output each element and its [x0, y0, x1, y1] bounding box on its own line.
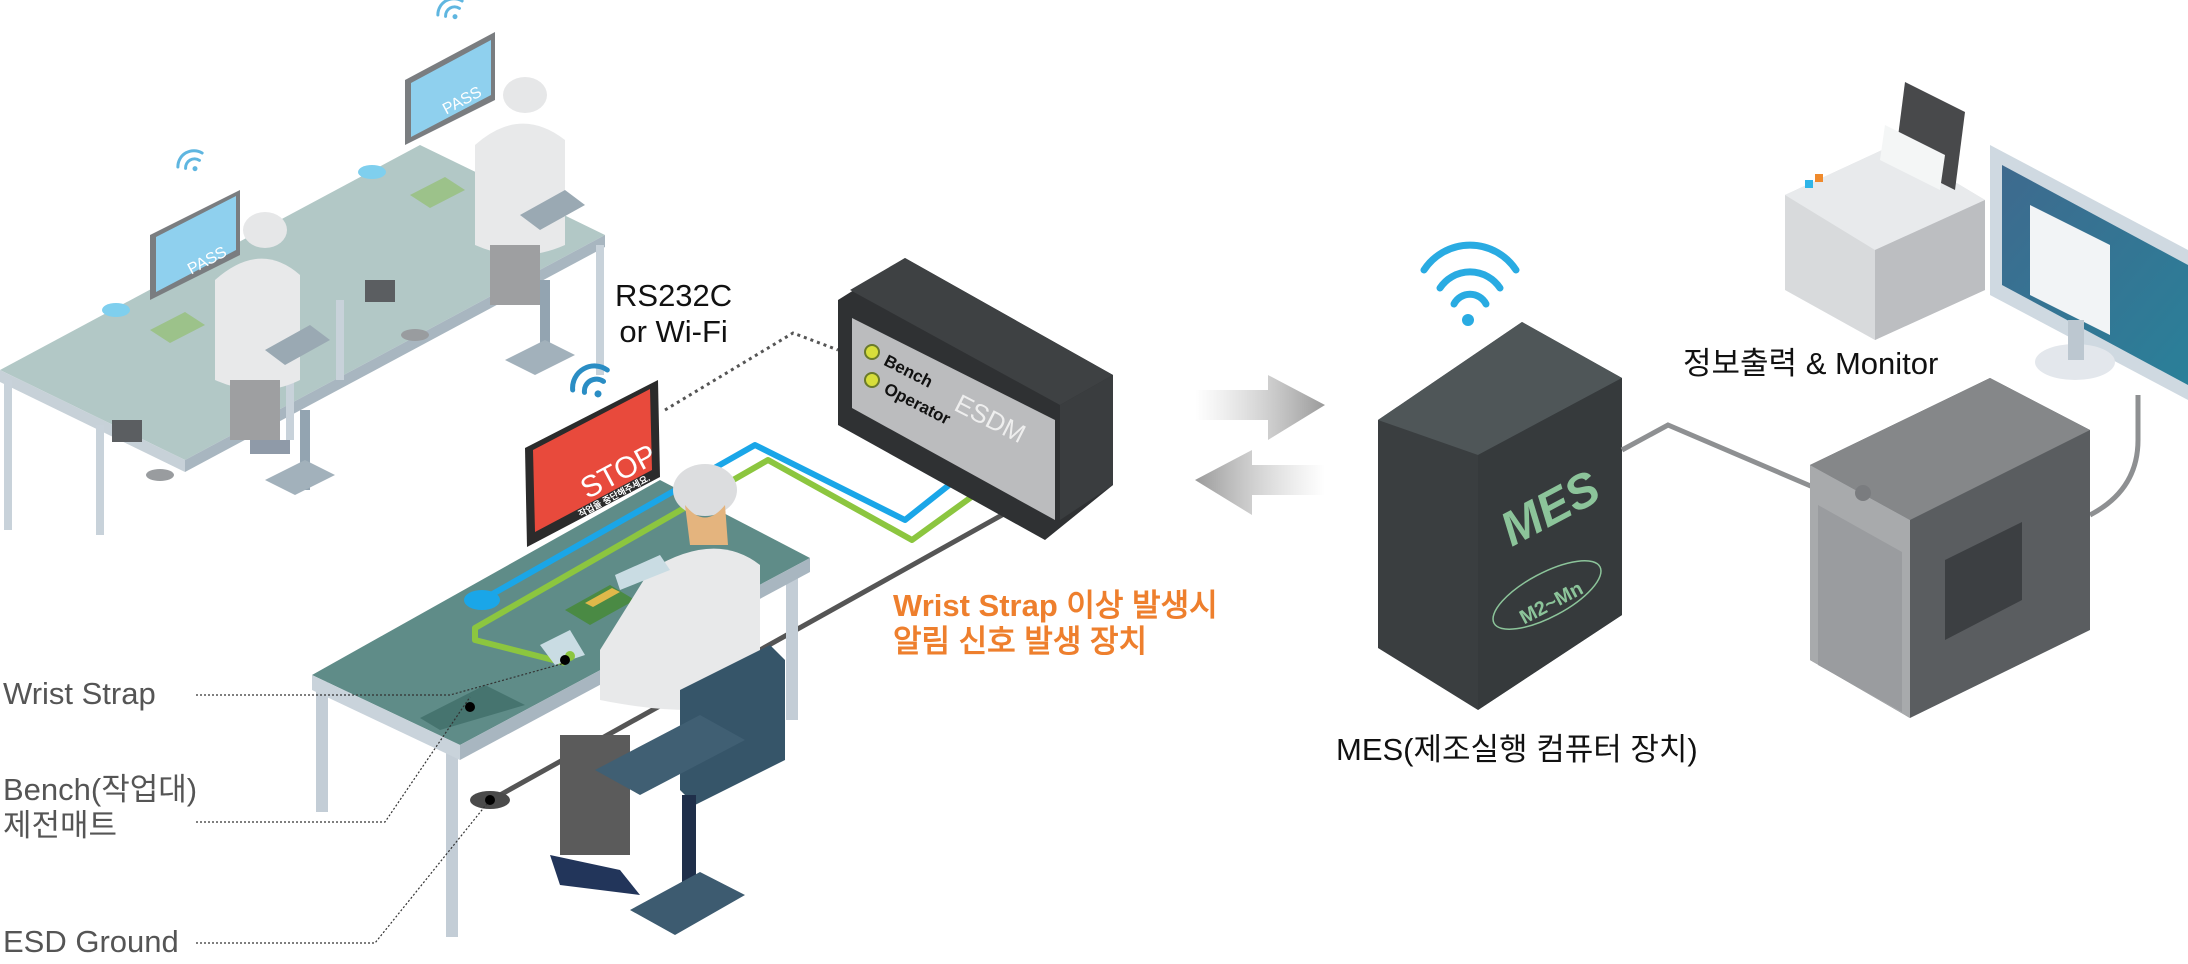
- wifi-icon: [176, 149, 204, 172]
- pc-power-button: [1855, 485, 1871, 501]
- printer-paper: [1880, 125, 1945, 190]
- monitor-pass-1: PASS: [150, 149, 240, 300]
- output-caption: 정보출력 & Monitor: [1683, 346, 1939, 381]
- glove: [615, 555, 670, 590]
- esdm-device: Bench Operator ESDM: [838, 258, 1113, 540]
- pcb-board: [565, 585, 635, 625]
- callout-bench-line1: Bench(작업대): [3, 772, 198, 807]
- pc-side-vent: [1945, 522, 2022, 640]
- pcb-board: [410, 177, 465, 208]
- callout-bench-line2: 제전매트: [3, 807, 118, 843]
- mes-device: MES M2~Mn: [1378, 241, 1622, 710]
- alert-caption-line1: Wrist Strap 이상 발생시: [893, 588, 1218, 623]
- wifi-icon: [570, 363, 610, 398]
- bench-ground-disc: [464, 590, 500, 610]
- operator-chair: [595, 645, 785, 935]
- monitor-document: [2030, 205, 2110, 335]
- callout-line-bench: [196, 696, 471, 823]
- operator-cable: [472, 457, 990, 666]
- printer-icon: [1785, 82, 1985, 340]
- monitor-stand: [2035, 344, 2115, 380]
- bench-leg: [786, 575, 798, 720]
- connection-label-line1: RS232C: [615, 278, 733, 313]
- connection-label-line2: or Wi-Fi: [619, 313, 728, 349]
- ground-plate: [146, 469, 174, 481]
- monitor-pass-2: PASS: [405, 0, 495, 145]
- connection-label: RS232C or Wi-Fi: [615, 278, 732, 349]
- pc-front-grille: [1818, 505, 1902, 712]
- bench-leg: [4, 380, 12, 530]
- mini-esdm: [112, 420, 142, 442]
- worker-1: [215, 212, 300, 454]
- alert-caption: Wrist Strap 이상 발생시 알림 신호 발생 장치: [893, 588, 1218, 659]
- callout-lines: [196, 331, 839, 944]
- bidirectional-arrows-icon: [1195, 375, 1325, 515]
- esdm-front-panel: [852, 318, 1055, 520]
- pcb-board: [150, 312, 205, 343]
- bench-edge-back: [0, 370, 185, 472]
- back-workstations: PASS PASS: [0, 0, 605, 535]
- callout-wrist-strap: Wrist Strap: [3, 676, 156, 711]
- chair-2: [505, 190, 585, 375]
- wifi-icon: [1420, 241, 1520, 326]
- chair-1: [265, 325, 335, 495]
- mes-caption: MES(제조실행 컴퓨터 장치): [1336, 732, 1698, 767]
- pc-tower-icon: [1810, 378, 2090, 718]
- operator-worker: [540, 464, 760, 895]
- arrow-right: [1195, 375, 1325, 440]
- alert-caption-line2: 알림 신호 발생 장치: [893, 623, 1147, 659]
- monitor-icon: [1990, 145, 2188, 400]
- bench-top-back: [0, 145, 605, 460]
- operator-indicator-led: [864, 372, 880, 388]
- bench-ground-disc: [358, 165, 386, 179]
- bench-top-front: [312, 480, 810, 745]
- rs232-link: [664, 331, 839, 412]
- bench-indicator-led: [864, 344, 880, 360]
- callout-bench: Bench(작업대) 제전매트: [3, 772, 197, 843]
- mes-pc-cable: [1620, 422, 1821, 493]
- ground-plate: [401, 329, 429, 341]
- bench-ground-disc: [102, 303, 130, 317]
- callout-line-wrist-strap: [196, 662, 566, 696]
- bench-leg: [446, 752, 458, 937]
- bench-cable: [480, 442, 970, 603]
- arrow-left: [1195, 450, 1325, 515]
- mini-esdm: [365, 280, 395, 302]
- front-workstation: STOP 작업을 중단해주세요.: [312, 363, 1025, 937]
- bench-leg: [316, 682, 328, 812]
- mes-range-badge: [1492, 560, 1602, 630]
- bench-leg: [596, 245, 604, 375]
- bench-leg: [336, 300, 344, 380]
- bench-edge: [312, 675, 460, 760]
- callout-line-ground: [196, 799, 491, 944]
- wifi-icon: [436, 0, 464, 20]
- callout-esd-ground: ESD Ground: [3, 924, 179, 959]
- pc-monitor-cable: [2088, 395, 2141, 518]
- bench-leg: [96, 425, 104, 535]
